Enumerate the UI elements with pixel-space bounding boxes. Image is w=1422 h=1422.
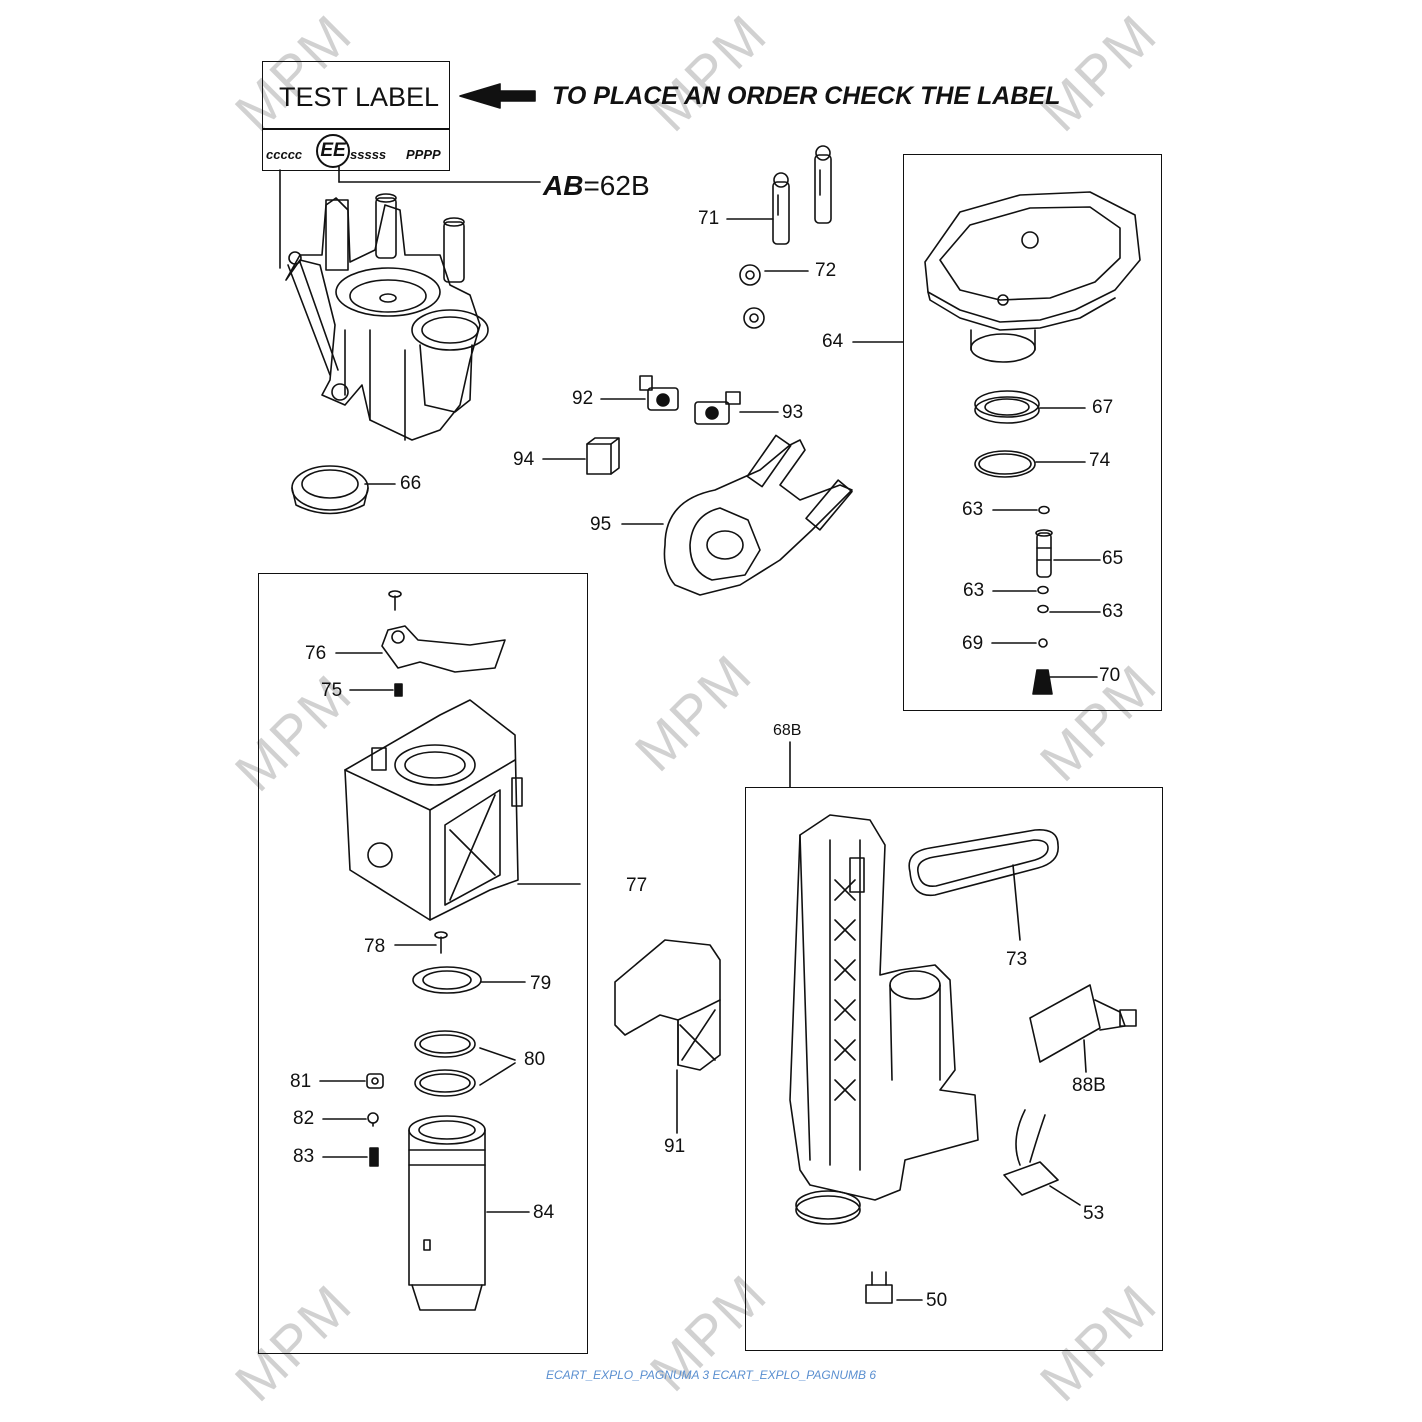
group-box-77 bbox=[258, 573, 588, 1354]
callout-82: 82 bbox=[293, 1108, 315, 1129]
callout-80: 80 bbox=[524, 1049, 546, 1070]
part-68b-drive-column bbox=[789, 814, 979, 1225]
part-63-oring bbox=[1038, 505, 1050, 515]
callout-63c: 63 bbox=[1102, 601, 1124, 622]
code-right: PPPP bbox=[406, 147, 441, 162]
callout-71: 71 bbox=[698, 208, 720, 229]
part-69-ball bbox=[1038, 638, 1048, 648]
callout-78: 78 bbox=[364, 936, 386, 957]
group-box-68b bbox=[745, 787, 1163, 1351]
callout-83: 83 bbox=[293, 1146, 315, 1167]
callout-67: 67 bbox=[1092, 397, 1114, 418]
callout-66: 66 bbox=[400, 473, 422, 494]
test-label-divider bbox=[262, 128, 450, 130]
part-53-sensor bbox=[1003, 1109, 1059, 1196]
ab-key: AB bbox=[543, 170, 584, 201]
callout-77: 77 bbox=[626, 875, 648, 896]
code-circle-text: EE bbox=[320, 140, 346, 161]
part-91-bracket bbox=[614, 939, 721, 1071]
code-circle: EE bbox=[316, 134, 350, 168]
part-83-spring bbox=[369, 1147, 379, 1167]
callout-88b: 88B bbox=[1072, 1075, 1106, 1096]
page-footer: ECART_EXPLO_PAGNUMA 3 ECART_EXPLO_PAGNUM… bbox=[545, 1368, 877, 1382]
part-79-filter bbox=[412, 966, 482, 994]
part-63-oring bbox=[1037, 585, 1049, 595]
part-63-oring bbox=[1037, 604, 1049, 614]
part-93-thermostat bbox=[694, 391, 741, 425]
callout-73: 73 bbox=[1006, 949, 1028, 970]
callout-81: 81 bbox=[290, 1071, 312, 1092]
part-66-gasket bbox=[291, 465, 369, 515]
test-label-box bbox=[262, 61, 450, 171]
brewing-unit-assembly bbox=[285, 193, 489, 441]
code-left: ccccc bbox=[266, 147, 303, 162]
group-box-64 bbox=[903, 154, 1162, 711]
callout-63b: 63 bbox=[963, 580, 985, 601]
part-92-thermostat bbox=[639, 375, 679, 411]
part-72-gears bbox=[739, 264, 765, 329]
callout-53: 53 bbox=[1083, 1203, 1105, 1224]
callout-69: 69 bbox=[962, 633, 984, 654]
part-78-screw bbox=[434, 931, 448, 954]
callout-74: 74 bbox=[1089, 450, 1111, 471]
part-73-belt bbox=[908, 828, 1059, 897]
part-75-spring bbox=[394, 683, 403, 697]
screw bbox=[388, 590, 402, 611]
callout-93: 93 bbox=[782, 402, 804, 423]
callout-68b: 68B bbox=[773, 722, 802, 739]
callout-70: 70 bbox=[1099, 665, 1121, 686]
callout-94: 94 bbox=[513, 449, 535, 470]
part-81-nut bbox=[366, 1073, 384, 1089]
part-95-boiler bbox=[663, 434, 853, 596]
part-74-ring bbox=[974, 450, 1036, 478]
callout-91: 91 bbox=[664, 1136, 686, 1157]
part-84-piston bbox=[408, 1115, 486, 1311]
callout-50: 50 bbox=[926, 1290, 948, 1311]
part-76-lever bbox=[381, 625, 506, 673]
part-77-brew-body bbox=[344, 699, 523, 921]
callout-79: 79 bbox=[530, 973, 552, 994]
ab-value: =62B bbox=[583, 170, 650, 201]
callout-63a: 63 bbox=[962, 499, 984, 520]
code-mid: sssss bbox=[350, 147, 387, 162]
callout-92: 92 bbox=[572, 388, 594, 409]
ab-code: AB=62B bbox=[543, 170, 650, 202]
part-71-shafts bbox=[772, 145, 832, 245]
part-67-filter bbox=[974, 390, 1040, 424]
part-88b-pcb bbox=[1029, 984, 1137, 1063]
part-80-ring bbox=[414, 1069, 476, 1097]
order-instruction: TO PLACE AN ORDER CHECK THE LABEL bbox=[552, 82, 1061, 110]
part-70-spring bbox=[1032, 669, 1053, 695]
label-code-row: ccccc EE sssss PPPP bbox=[264, 134, 450, 168]
part-82-pin bbox=[367, 1112, 379, 1127]
callout-95: 95 bbox=[590, 514, 612, 535]
part-65-valve bbox=[1035, 529, 1053, 578]
test-label-title: TEST LABEL bbox=[278, 82, 440, 112]
callout-72: 72 bbox=[815, 260, 837, 281]
part-94-solenoid bbox=[586, 437, 620, 475]
arrow-left-icon bbox=[459, 83, 536, 109]
part-50-clip bbox=[865, 1271, 893, 1304]
callout-84: 84 bbox=[533, 1202, 555, 1223]
part-80-ring bbox=[414, 1030, 476, 1058]
part-64-housing bbox=[924, 191, 1141, 363]
callout-65: 65 bbox=[1102, 548, 1124, 569]
callout-76: 76 bbox=[305, 643, 327, 664]
callout-64: 64 bbox=[822, 331, 844, 352]
callout-75: 75 bbox=[321, 680, 343, 701]
